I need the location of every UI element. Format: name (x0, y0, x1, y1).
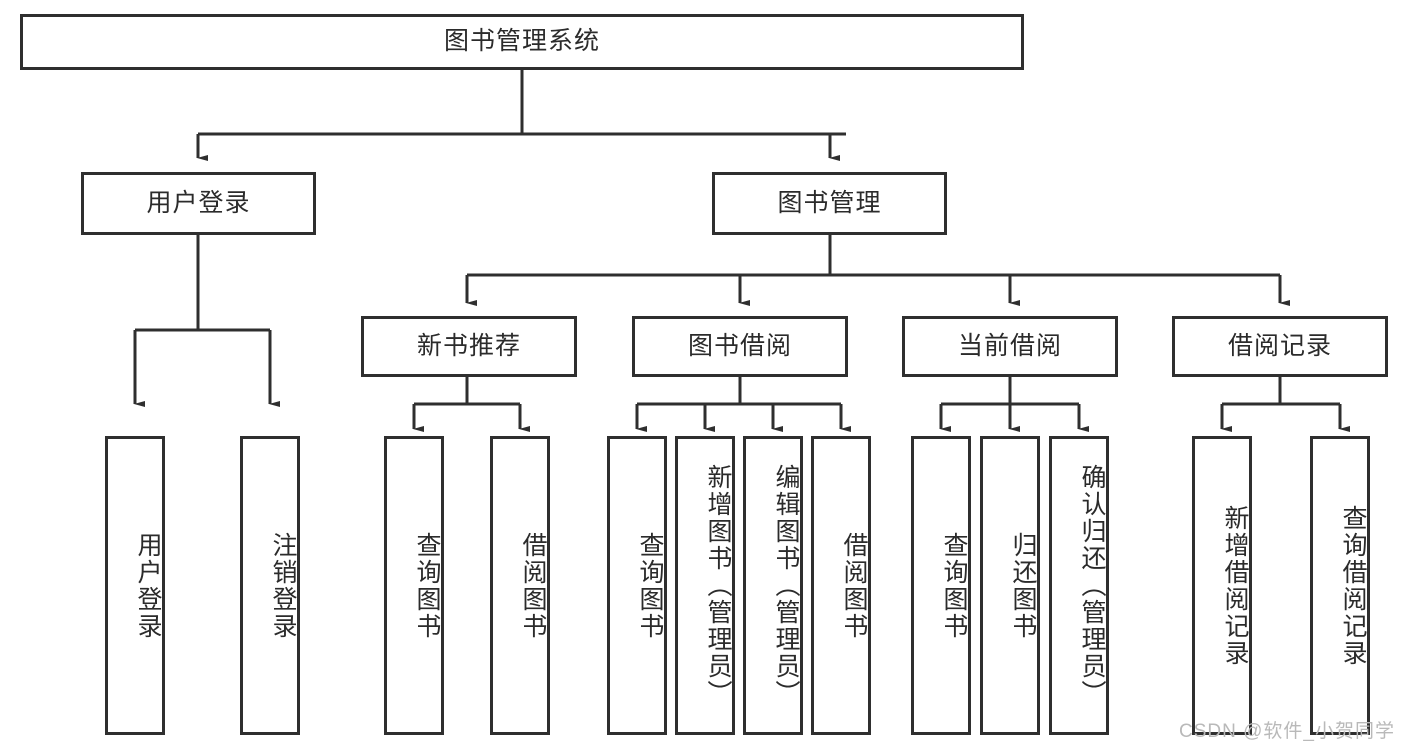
leaf-query-book-recommend[interactable]: 查询图书 (384, 436, 444, 735)
leaf-edit-book-admin[interactable]: 编辑图书（管理员） (743, 436, 803, 735)
node-root[interactable]: 图书管理系统 (20, 14, 1024, 70)
leaf-logout[interactable]: 注销登录 (240, 436, 300, 735)
leaf-query-book-current-label: 查询图书 (940, 531, 968, 640)
leaf-query-borrow-record-label: 查询借阅记录 (1339, 504, 1367, 667)
node-user-login[interactable]: 用户登录 (81, 172, 316, 235)
watermark-text: CSDN @软件_小贺同学 (1179, 721, 1395, 742)
leaf-borrow-book[interactable]: 借阅图书 (811, 436, 871, 735)
leaf-user-login-label: 用户登录 (134, 531, 162, 640)
node-book-management[interactable]: 图书管理 (712, 172, 947, 235)
node-borrow-records[interactable]: 借阅记录 (1172, 316, 1388, 377)
node-book-borrow-label: 图书借阅 (687, 331, 792, 360)
leaf-add-borrow-record[interactable]: 新增借阅记录 (1192, 436, 1252, 735)
node-new-book-recommend-label: 新书推荐 (416, 331, 521, 360)
leaf-return-book[interactable]: 归还图书 (980, 436, 1040, 735)
leaf-add-book-admin-label: 新增图书（管理员） (704, 464, 732, 707)
leaf-edit-book-admin-label: 编辑图书（管理员） (772, 464, 800, 707)
leaf-logout-label: 注销登录 (269, 531, 297, 640)
leaf-query-borrow-record[interactable]: 查询借阅记录 (1310, 436, 1370, 735)
leaf-query-book-borrow[interactable]: 查询图书 (607, 436, 667, 735)
node-user-login-label: 用户登录 (146, 188, 251, 217)
leaf-query-book-borrow-label: 查询图书 (636, 531, 664, 640)
leaf-return-book-label: 归还图书 (1009, 531, 1037, 640)
leaf-confirm-return-admin-label: 确认归还（管理员） (1078, 464, 1106, 707)
leaf-add-book-admin[interactable]: 新增图书（管理员） (675, 436, 735, 735)
node-book-management-label: 图书管理 (777, 188, 882, 217)
node-borrow-records-label: 借阅记录 (1227, 331, 1332, 360)
node-current-borrow-label: 当前借阅 (957, 331, 1062, 360)
node-new-book-recommend[interactable]: 新书推荐 (361, 316, 577, 377)
node-root-label: 图书管理系统 (443, 27, 600, 56)
leaf-query-book-recommend-label: 查询图书 (413, 531, 441, 640)
node-book-borrow[interactable]: 图书借阅 (632, 316, 848, 377)
leaf-borrow-book-label: 借阅图书 (840, 531, 868, 640)
leaf-add-borrow-record-label: 新增借阅记录 (1221, 504, 1249, 667)
node-current-borrow[interactable]: 当前借阅 (902, 316, 1118, 377)
leaf-borrow-book-recommend[interactable]: 借阅图书 (490, 436, 550, 735)
leaf-borrow-book-recommend-label: 借阅图书 (519, 531, 547, 640)
leaf-user-login[interactable]: 用户登录 (105, 436, 165, 735)
leaf-query-book-current[interactable]: 查询图书 (911, 436, 971, 735)
leaf-confirm-return-admin[interactable]: 确认归还（管理员） (1049, 436, 1109, 735)
